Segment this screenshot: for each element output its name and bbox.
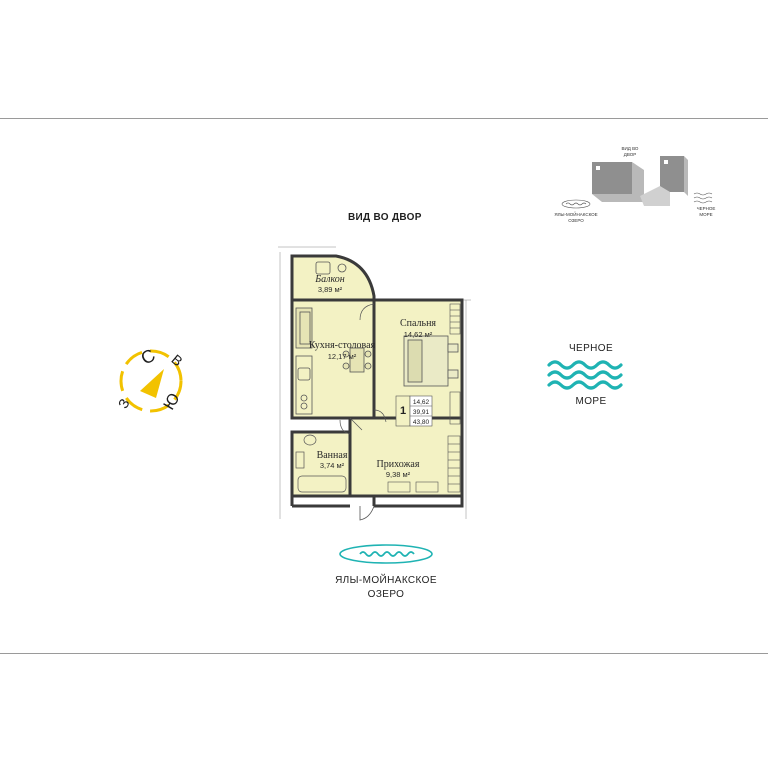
summary-usable: 39,91: [413, 409, 430, 416]
mini-lake-label-2: ОЗЕРО: [568, 218, 584, 223]
room-name-balcony: Балкон: [314, 274, 345, 285]
summary-box: 1 14,62 39,91 43,80: [395, 395, 433, 427]
sea-label-2: МОРЕ: [575, 396, 607, 407]
mini-lake-label-1: ЯЛЫ-МОЙНАКСКОЕ: [554, 210, 597, 217]
room-area-hallway: 9,38 м²: [386, 470, 411, 479]
summary-total: 43,80: [413, 419, 430, 426]
room-bathroom: [290, 430, 352, 498]
wardrobe-icon: [387, 303, 461, 493]
compass-south: Ю: [161, 390, 184, 413]
interior-doors: [339, 303, 387, 435]
bathroom-fixtures-icon: [295, 434, 347, 493]
lake-label-2: ОЗЕРО: [367, 589, 405, 600]
mini-sea-icon: [693, 192, 713, 204]
mini-sea-label-2: МОРЕ: [699, 212, 712, 217]
room-name-kitchen: Кухня-столовая: [309, 340, 376, 351]
compass: С В Ю З: [115, 345, 186, 413]
summary-rooms-count: 1: [400, 405, 406, 417]
bed-icon: [403, 335, 459, 387]
mini-building-left: [592, 162, 644, 202]
view-label: ВИД ВО ДВОР: [348, 212, 422, 223]
kitchen-sofa-icon: [295, 307, 313, 349]
room-area-kitchen: 12,17 м²: [328, 352, 357, 361]
sea-waves-icon: [547, 360, 623, 390]
room-name-hallway: Прихожая: [377, 459, 420, 470]
frame: [0, 118, 768, 654]
mini-top-label-2: ДВОР: [624, 152, 636, 157]
room-area-bedroom: 14,62 м²: [404, 330, 433, 339]
compass-west: З: [115, 396, 133, 411]
balcony-chair-icon: [315, 261, 347, 275]
floor-plan: Балкон 3,89 м² Кухня-столовая 12,17 м² С…: [278, 246, 471, 521]
mini-building-right: [640, 156, 688, 206]
kitchen-counter-icon: [295, 355, 313, 415]
sea-label-1: ЧЕРНОЕ: [568, 343, 614, 354]
summary-living: 14,62: [413, 399, 430, 406]
room-hallway: [348, 416, 464, 498]
room-area-balcony: 3,89 м²: [318, 285, 343, 294]
mini-sea-label-1: ЧЕРНОЕ: [697, 206, 716, 211]
mini-map: ВИД ВО ДВОР ЯЛЫ-МОЙНАКСКОЕ ОЗЕРО ЧЕРНОЕ …: [554, 146, 716, 223]
entrance-door-icon: [359, 505, 375, 521]
lake-icon: [339, 544, 433, 564]
room-name-bedroom: Спальня: [400, 318, 436, 329]
lake-label-1: ЯЛЫ-МОЙНАКСКОЕ: [335, 575, 437, 586]
mini-top-label-1: ВИД ВО: [622, 146, 639, 151]
compass-east: В: [168, 351, 185, 369]
room-name-bathroom: Ванная: [317, 450, 348, 461]
room-area-bathroom: 3,74 м²: [320, 461, 345, 470]
dining-table-icon: [342, 347, 372, 373]
compass-arrow-icon: [140, 369, 164, 398]
mini-lake-icon: [561, 199, 591, 209]
compass-north: С: [137, 345, 158, 369]
